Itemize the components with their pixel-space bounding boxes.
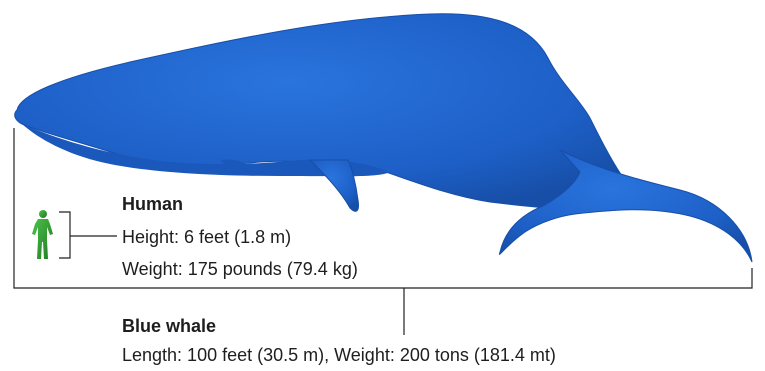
whale-details: Length: 100 feet (30.5 m), Weight: 200 t… [122,344,556,366]
human-weight: Weight: 175 pounds (79.4 kg) [122,258,358,280]
whale-title: Blue whale [122,315,216,337]
human-height: Height: 6 feet (1.8 m) [122,226,291,248]
human-title: Human [122,193,183,215]
human-figure-icon [32,210,53,259]
blue-whale-silhouette [15,14,752,262]
human-bracket [59,212,117,258]
